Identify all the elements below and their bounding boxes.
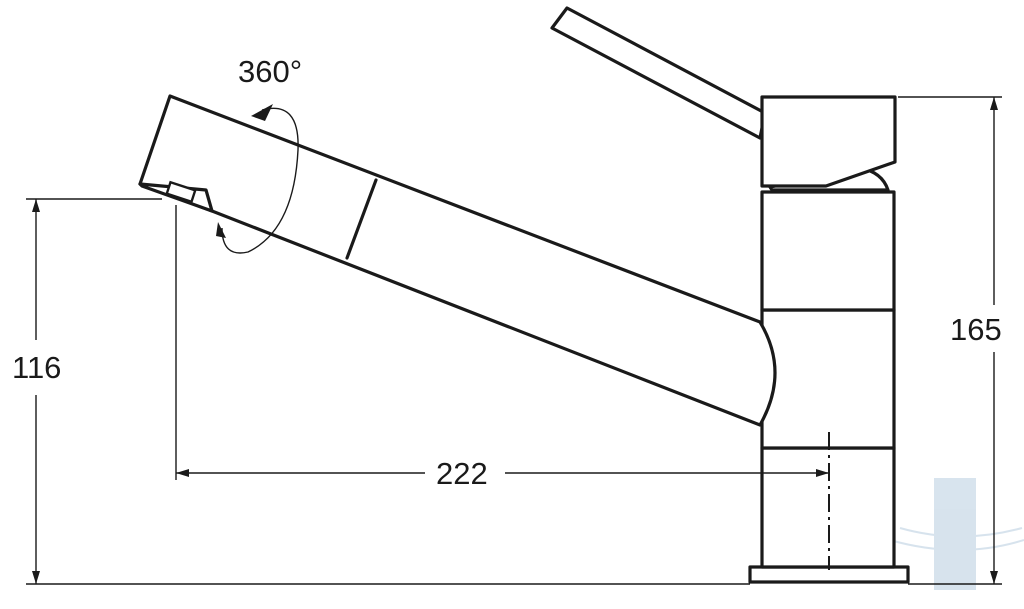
handle-head [760,95,897,188]
dimension-reach [175,205,829,480]
faucet-body-middle [760,308,896,450]
dimension-spout-height-label: 116 [12,350,61,385]
faucet-body-upper [760,190,896,312]
dimension-spout-height [26,198,750,585]
spout-joint-line [345,178,378,260]
aerator-slot [165,180,197,204]
rotation-label: 360° [238,54,302,89]
dimension-total-height-label: 165 [950,312,1002,347]
rotation-arrow-icon [216,104,299,254]
spout-arm [138,94,777,427]
dimension-reach-label: 222 [436,456,488,491]
dimension-total-height [898,96,1002,585]
watermark-logo [889,478,1024,590]
lever-handle [550,6,767,140]
